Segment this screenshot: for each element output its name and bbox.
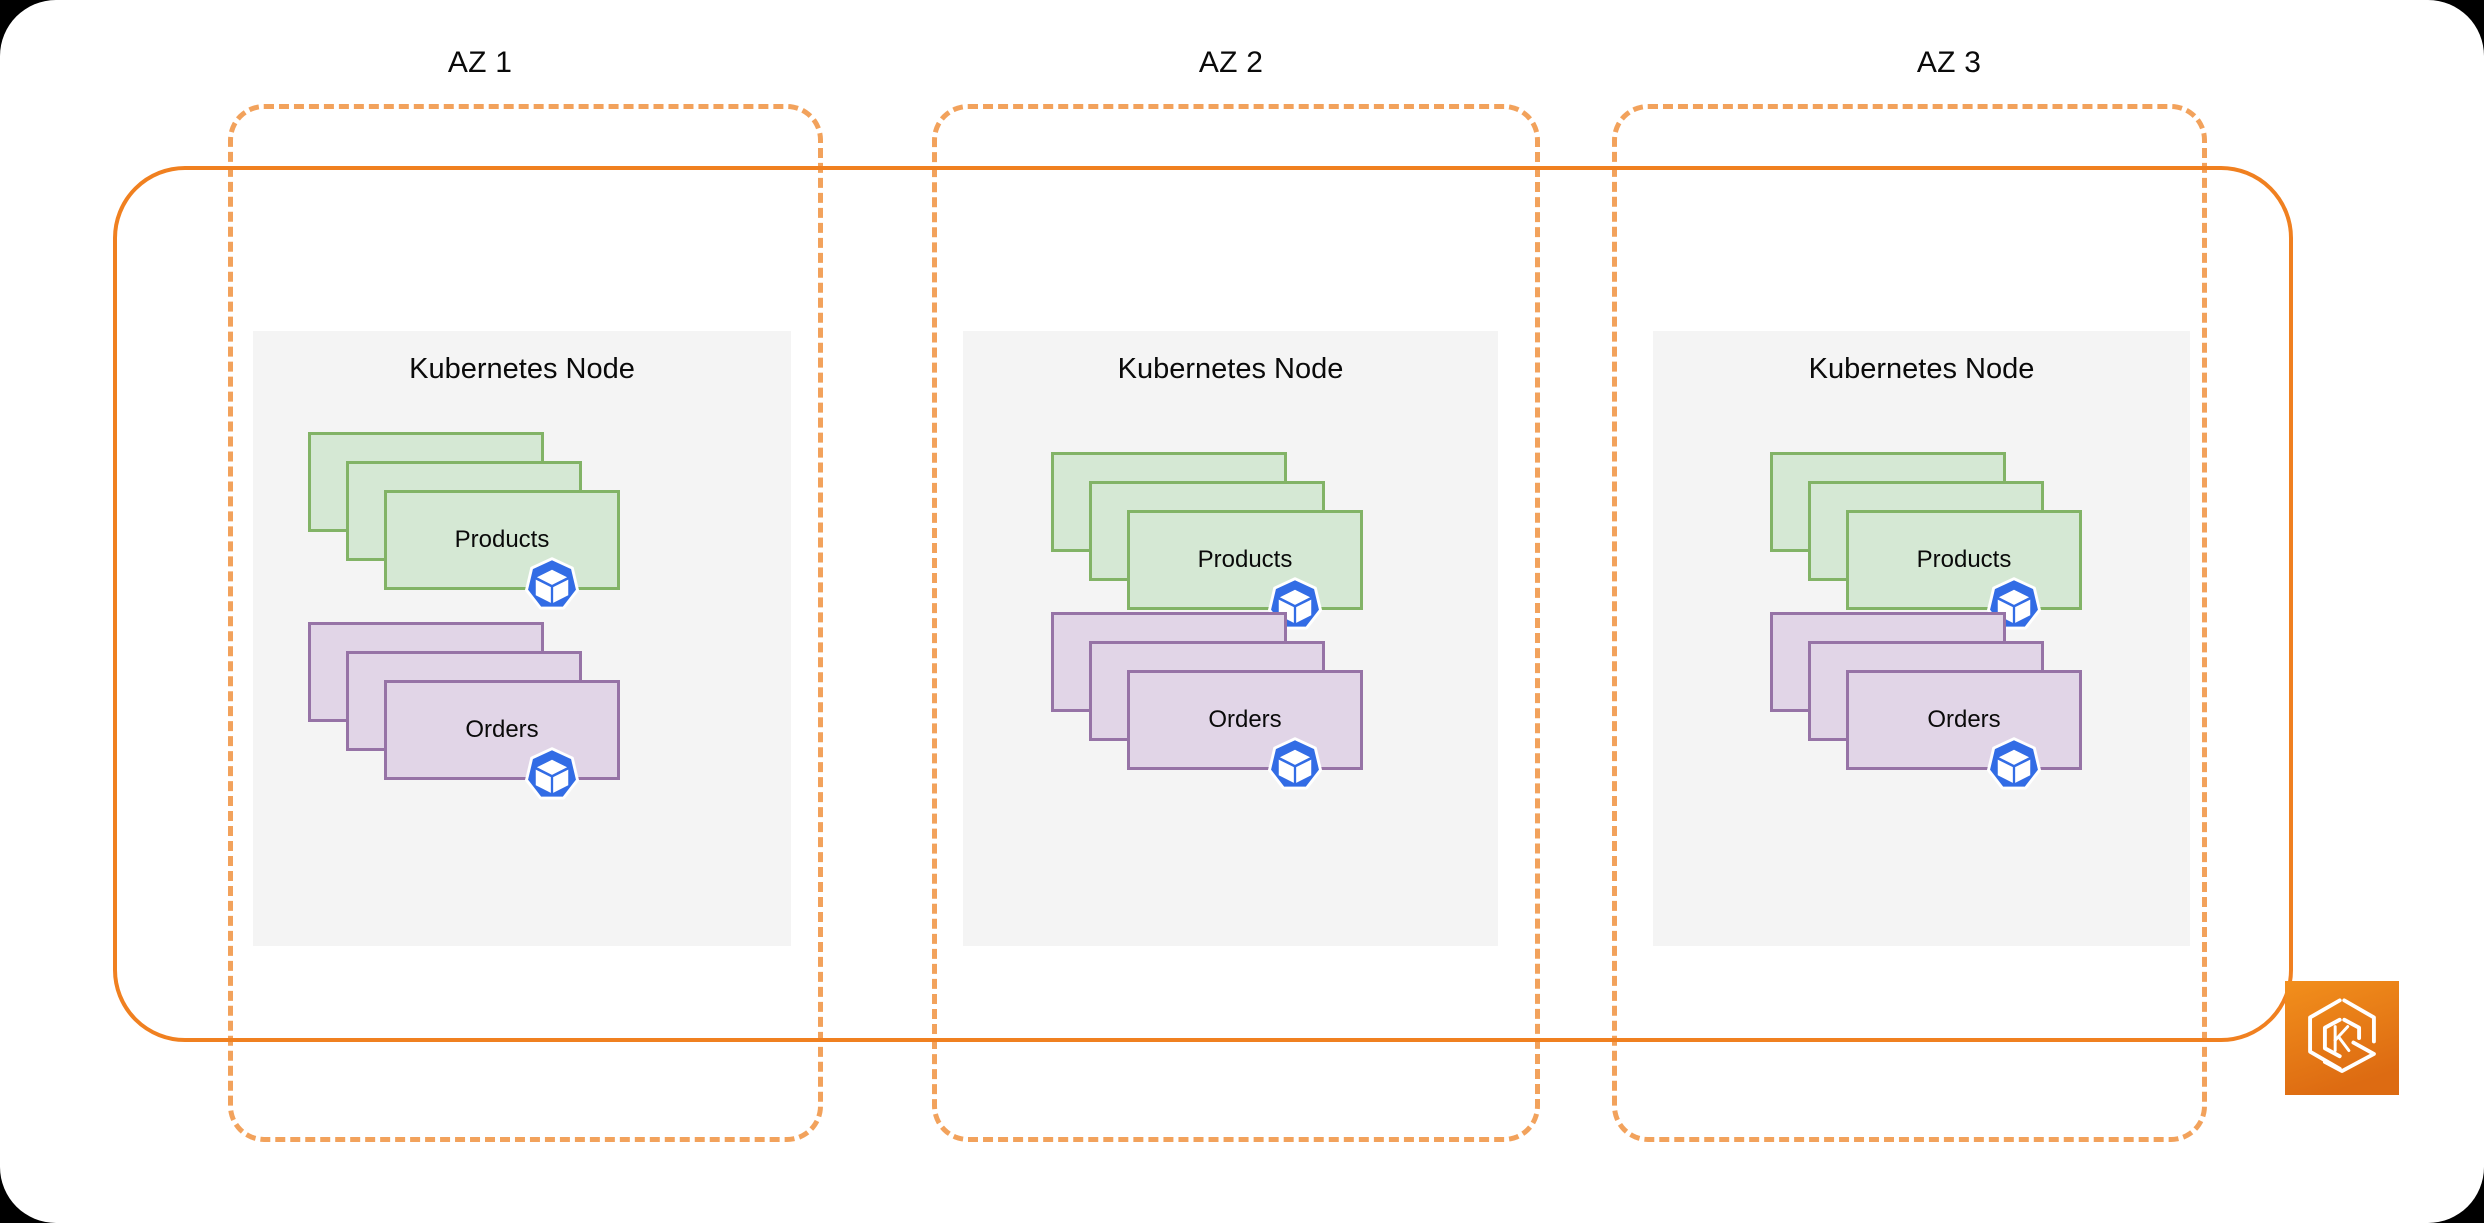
pod-stack-products-az1: Products bbox=[308, 432, 620, 610]
kubernetes-icon bbox=[525, 557, 579, 610]
kubernetes-icon bbox=[525, 747, 579, 800]
pod-stack-orders-az3: Orders bbox=[1770, 612, 2082, 790]
pod-replica[interactable]: Orders bbox=[384, 680, 620, 780]
pod-stack-orders-az1: Orders bbox=[308, 622, 620, 800]
pod-label: Products bbox=[454, 526, 550, 553]
pod-replica[interactable]: Products bbox=[1846, 510, 2082, 610]
pod-stack-products-az2: Products bbox=[1051, 452, 1363, 630]
kubernetes-icon bbox=[1987, 737, 2041, 790]
aws-eks-icon[interactable] bbox=[2285, 981, 2399, 1095]
node-title-az3: Kubernetes Node bbox=[1808, 353, 2035, 385]
kubernetes-node-az2: Kubernetes Node Products bbox=[963, 331, 1498, 946]
pod-replica[interactable]: Orders bbox=[1127, 670, 1363, 770]
node-title-az1: Kubernetes Node bbox=[409, 353, 635, 385]
pod-label: Products bbox=[1197, 546, 1293, 573]
kubernetes-node-az3: Kubernetes Node Products bbox=[1653, 331, 2190, 946]
node-title-az2: Kubernetes Node bbox=[1117, 353, 1344, 385]
pod-replica[interactable]: Products bbox=[384, 490, 620, 590]
az-label-2: AZ 2 bbox=[1198, 46, 1264, 79]
az-boundary-2 bbox=[932, 104, 1540, 1142]
pod-label: Products bbox=[1916, 546, 2012, 573]
pod-label: Orders bbox=[1927, 706, 2001, 733]
pod-label: Orders bbox=[1208, 706, 1282, 733]
kubernetes-icon bbox=[1268, 737, 1322, 790]
az-label-1: AZ 1 bbox=[447, 46, 513, 79]
pod-stack-orders-az2: Orders bbox=[1051, 612, 1363, 790]
az-label-3: AZ 3 bbox=[1916, 46, 1982, 79]
pod-stack-products-az3: Products bbox=[1770, 452, 2082, 630]
pod-label: Orders bbox=[465, 716, 539, 743]
pod-replica[interactable]: Orders bbox=[1846, 670, 2082, 770]
az-boundary-3 bbox=[1612, 104, 2207, 1142]
az-boundary-1 bbox=[228, 104, 823, 1142]
kubernetes-node-az1: Kubernetes Node Products bbox=[253, 331, 791, 946]
eks-cluster-boundary bbox=[113, 166, 2293, 1042]
pod-replica[interactable]: Products bbox=[1127, 510, 1363, 610]
